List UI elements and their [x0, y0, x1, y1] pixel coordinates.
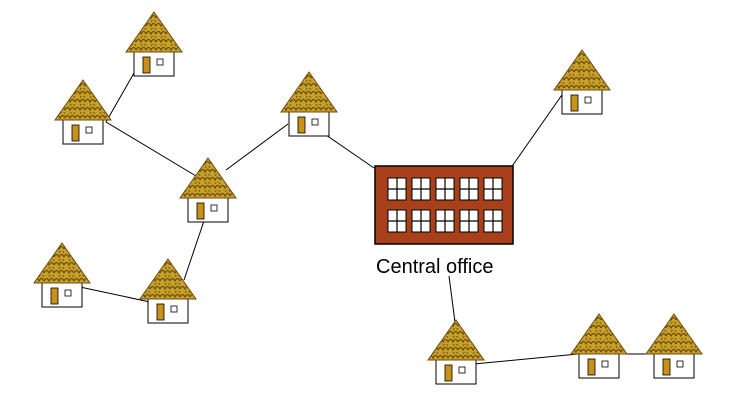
house-door: [71, 124, 80, 142]
office-window: [459, 209, 479, 233]
house-window: [601, 360, 609, 368]
office-window: [435, 209, 455, 233]
connection-h1-h2: [105, 65, 139, 123]
office-window: [387, 177, 407, 201]
house-wall: [133, 51, 175, 77]
office-window: [411, 177, 431, 201]
office-window: [483, 177, 503, 201]
office-window: [483, 209, 503, 233]
house-window: [210, 204, 218, 212]
house-roof: [125, 11, 183, 53]
house-icon: [280, 71, 338, 137]
central-office: Central office: [374, 165, 514, 278]
office-window: [411, 209, 431, 233]
house-icon: [125, 11, 183, 77]
house-roof: [54, 79, 112, 121]
house-roof: [553, 49, 611, 91]
connection-h8-h9: [473, 353, 579, 365]
house-icon: [553, 49, 611, 115]
house-roof: [139, 258, 197, 300]
house-roof: [33, 242, 91, 284]
house-window: [85, 126, 93, 134]
house-wall: [561, 89, 603, 115]
house-window: [584, 96, 592, 104]
central-office-label: Central office: [376, 256, 493, 278]
house-door: [297, 116, 306, 134]
house-roof: [570, 313, 628, 355]
house-door: [444, 364, 453, 382]
office-window: [459, 177, 479, 201]
house-door: [156, 303, 165, 321]
connection-h2-h3: [105, 121, 197, 177]
house-wall: [435, 359, 477, 385]
house-door: [662, 358, 671, 376]
connection-h3-h4: [225, 123, 289, 171]
house-window: [458, 366, 466, 374]
house-wall: [288, 111, 330, 137]
house-roof: [645, 313, 703, 355]
house-roof: [427, 319, 485, 361]
house-icon: [427, 319, 485, 385]
house-door: [142, 56, 151, 74]
house-window: [156, 58, 164, 66]
office-window: [435, 177, 455, 201]
connection-h7-office: [507, 91, 565, 173]
house-wall: [653, 353, 695, 379]
house-roof: [179, 157, 237, 199]
house-door: [196, 202, 205, 220]
house-wall: [62, 119, 104, 145]
house-door: [570, 94, 579, 112]
house-wall: [187, 197, 229, 223]
house-icon: [645, 313, 703, 379]
house-icon: [54, 79, 112, 145]
house-window: [311, 118, 319, 126]
house-icon: [179, 157, 237, 223]
house-wall: [41, 282, 83, 308]
house-door: [587, 358, 596, 376]
house-wall: [578, 353, 620, 379]
houses: [33, 11, 703, 385]
house-window: [170, 305, 178, 313]
office-window: [387, 209, 407, 233]
office-windows: [387, 177, 503, 233]
house-icon: [139, 258, 197, 324]
house-wall: [147, 298, 189, 324]
house-window: [64, 289, 72, 297]
connection-h3-h6: [183, 211, 208, 281]
connection-h6-h5: [79, 286, 151, 303]
house-roof: [280, 71, 338, 113]
house-door: [50, 287, 59, 305]
house-icon: [570, 313, 628, 379]
house-icon: [33, 242, 91, 308]
house-window: [676, 360, 684, 368]
